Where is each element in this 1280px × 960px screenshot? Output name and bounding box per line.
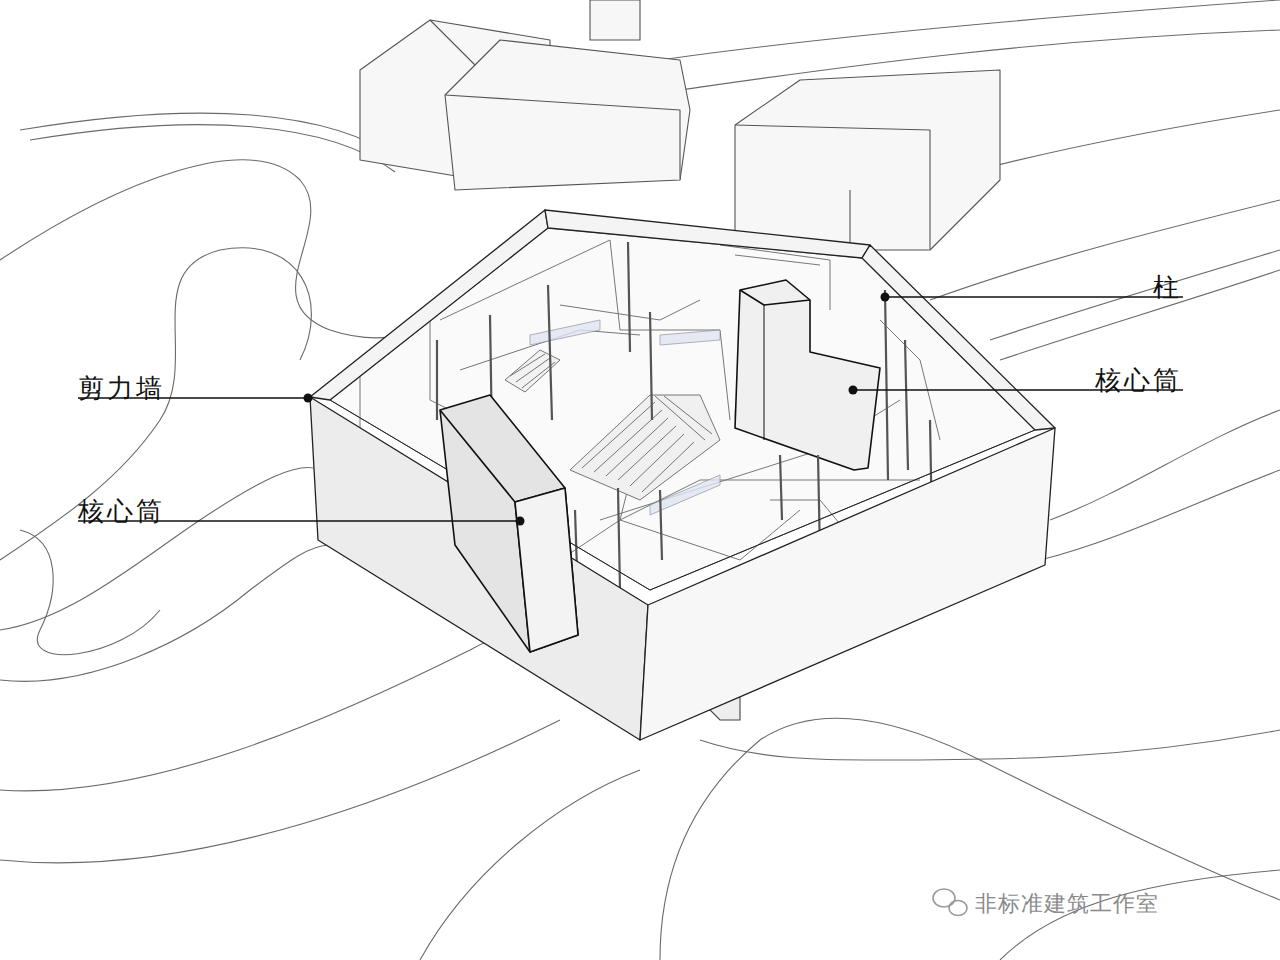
part-label: 核心筒	[1095, 365, 1182, 395]
part-label: 剪力墙	[78, 373, 165, 403]
part-label: 柱	[1153, 272, 1182, 302]
part-label: 核心筒	[78, 496, 165, 526]
watermark: 非标准建筑工作室	[975, 890, 1159, 918]
